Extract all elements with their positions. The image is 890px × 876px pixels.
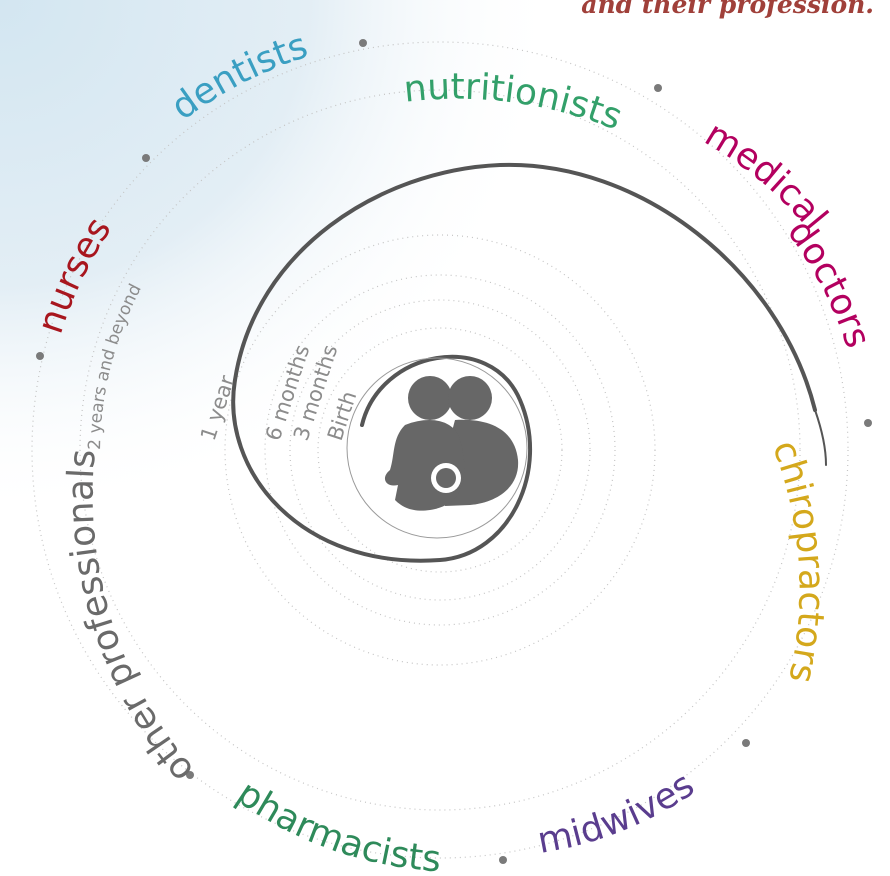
separator-dots [36, 39, 872, 864]
age-rings [31, 41, 849, 859]
separator-dot [186, 771, 194, 779]
outer-ring [31, 41, 849, 859]
separator-dot [142, 154, 150, 162]
spiral-tail [814, 409, 827, 466]
ring-birth [317, 327, 563, 573]
caption-text: and their profession. [581, 0, 874, 19]
separator-dot [864, 419, 872, 427]
separator-dot [654, 84, 662, 92]
separator-dot [742, 739, 750, 747]
growth-spiral [231, 162, 827, 563]
ring-1-year [224, 234, 656, 666]
ring-2-years [79, 89, 801, 811]
separator-dot [36, 352, 44, 360]
spiral-line [231, 162, 817, 563]
ring-3-months [289, 299, 591, 601]
ring-6-months [264, 274, 616, 626]
parent-and-child-icon [384, 376, 519, 511]
separator-dot [499, 856, 507, 864]
center-ring [346, 357, 528, 539]
separator-dot [359, 39, 367, 47]
